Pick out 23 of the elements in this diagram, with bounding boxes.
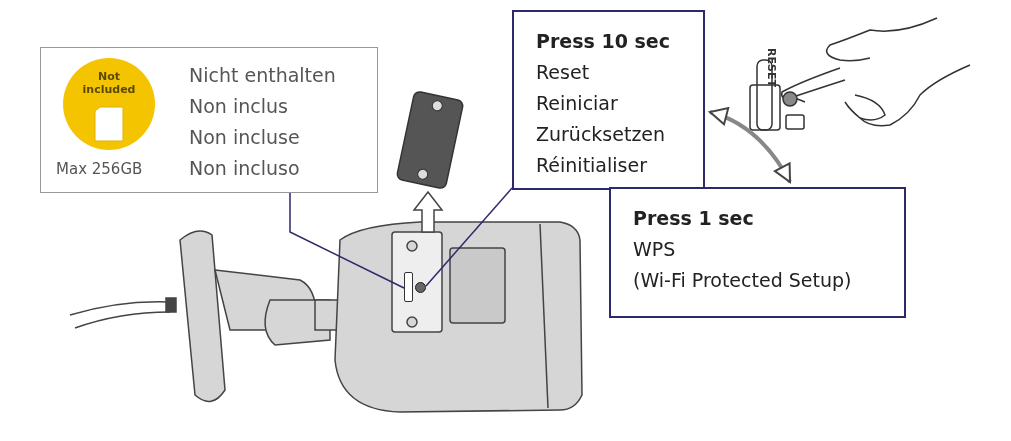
capacity-text: Max 256GB [56, 160, 143, 178]
badge-text: Not included [81, 70, 137, 96]
button-label: RESET [765, 48, 778, 87]
callout-box [40, 47, 378, 193]
text-line: Zurücksetzen [536, 123, 666, 145]
text-line: Reset [536, 61, 590, 83]
double-arrow [709, 107, 792, 183]
text-line: WPS [633, 238, 676, 260]
instruction-heading: Press 10 sec [536, 30, 670, 52]
leader-line [425, 187, 513, 287]
instruction-heading: Press 1 sec [633, 207, 754, 229]
reset-button [415, 282, 426, 293]
language-text: Non incluse [189, 126, 300, 148]
language-text: Nicht enthalten [189, 64, 336, 86]
callout-box [609, 187, 906, 318]
language-text: Non inclus [189, 95, 288, 117]
language-text: Non incluso [189, 157, 300, 179]
text-line: Reiniciar [536, 92, 618, 114]
callout-box [512, 10, 705, 190]
text-line: Réinitialiser [536, 154, 647, 176]
sd-card-slot [404, 272, 413, 302]
leader-line [289, 192, 405, 289]
text-line: (Wi-Fi Protected Setup) [633, 269, 852, 291]
